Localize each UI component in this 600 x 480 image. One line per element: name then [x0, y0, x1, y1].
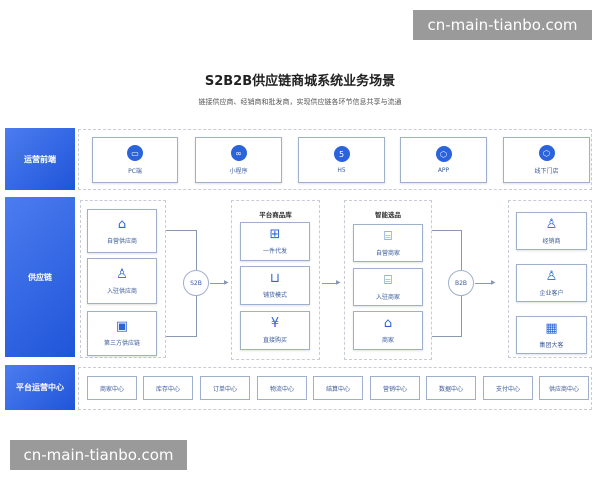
label: 铺货模式 [262, 292, 287, 299]
html5-icon: 5 [333, 146, 350, 162]
label: 入驻供应商 [106, 287, 137, 295]
label: 一件代发 [262, 248, 287, 255]
cube-icon: ⬡ [538, 145, 555, 161]
label: 入驻商家 [375, 293, 400, 301]
connector [432, 230, 462, 231]
frontend-group [78, 129, 592, 190]
store-icon: ⌸ [384, 228, 392, 244]
customer-enterprise[interactable]: ♙ 企业客户 [516, 264, 587, 302]
label: 自营供应商 [106, 237, 137, 245]
supplier-self[interactable]: ⌂ 自营供应商 [87, 209, 157, 253]
library-group [231, 200, 320, 360]
yen-icon: ¥ [270, 316, 280, 331]
shop-icon: ⌂ [383, 316, 393, 331]
frontend-offline-store[interactable]: ⬡ 线下门店 [503, 137, 590, 183]
label: APP [437, 167, 450, 174]
label: 线下门店 [534, 168, 559, 175]
person-badge-icon: ♙ [545, 268, 558, 284]
link-icon: ∞ [230, 145, 247, 161]
customer-group-client[interactable]: ▦ 集团大客 [516, 316, 587, 354]
platform-group [78, 367, 592, 410]
supplier-group [80, 200, 166, 358]
arrow-head-icon: ▶ [336, 279, 341, 286]
supplier-third-party[interactable]: ▣ 第三方供应链 [87, 311, 157, 356]
row-label-supply: 供应链 [5, 197, 75, 357]
connector [196, 296, 197, 336]
label: 商家 [381, 337, 394, 344]
arrow-head-icon: ▶ [224, 279, 229, 286]
center-settlement[interactable]: 结算中心 [313, 376, 363, 400]
library-distribution[interactable]: ⊔ 铺货模式 [240, 266, 310, 305]
library-title: 平台商品库 [259, 211, 292, 219]
store-search-icon: ⌸ [384, 272, 392, 288]
frontend-pc[interactable]: ▭ PC端 [92, 137, 178, 183]
frontend-app[interactable]: ⬡ APP [400, 137, 487, 183]
watermark-top: cn-main-tianbo.com [413, 10, 592, 40]
center-logistics[interactable]: 物流中心 [257, 376, 307, 400]
arrow-head-icon: ▶ [491, 279, 496, 286]
label: 小程序 [229, 168, 248, 175]
label: 第三方供应链 [103, 340, 140, 347]
page-title: S2B2B供应链商城系统业务场景 [204, 74, 396, 89]
center-data[interactable]: 数据中心 [426, 376, 476, 400]
center-payment[interactable]: 支付中心 [483, 376, 533, 400]
selection-title: 智能选品 [375, 211, 401, 219]
connector [461, 230, 462, 270]
package-icon: ⊞ [269, 227, 281, 242]
person-icon: ♙ [545, 216, 558, 232]
row-label-frontend: 运营前端 [5, 128, 75, 190]
connector [432, 336, 462, 337]
s2b-node: S2B [183, 270, 209, 296]
label: 企业客户 [539, 289, 564, 297]
center-marketing[interactable]: 营销中心 [370, 376, 420, 400]
label: PC端 [128, 168, 142, 175]
selection-merchant[interactable]: ⌂ 商家 [353, 311, 423, 350]
watermark-bottom: cn-main-tianbo.com [10, 440, 187, 470]
label: 直接购买 [262, 337, 287, 344]
image-box-icon: ▣ [115, 319, 129, 334]
label: 集团大客 [539, 341, 564, 349]
monitor-icon: ▭ [127, 145, 143, 161]
library-dropship[interactable]: ⊞ 一件代发 [240, 222, 310, 261]
label: H5 [337, 167, 346, 174]
center-merchant[interactable]: 商家中心 [87, 376, 137, 400]
arrow-s2b [210, 283, 226, 284]
cube-icon: ⬡ [435, 146, 452, 162]
center-supplier[interactable]: 供应商中心 [539, 376, 589, 400]
selection-self-merchant[interactable]: ⌸ 自营商家 [353, 224, 423, 262]
house-icon: ⌂ [117, 216, 127, 232]
connector [166, 230, 197, 231]
selection-settled-merchant[interactable]: ⌸ 入驻商家 [353, 268, 423, 306]
building-icon: ▦ [545, 320, 558, 336]
label: 自营商家 [375, 249, 400, 257]
connector [196, 230, 197, 270]
arrow-library [322, 283, 338, 284]
label: 经销商 [542, 237, 561, 245]
selection-group [344, 200, 432, 360]
arrow-b2b [475, 283, 493, 284]
connector [461, 296, 462, 336]
center-inventory[interactable]: 库存中心 [143, 376, 193, 400]
customer-group [508, 200, 592, 358]
customer-dealer[interactable]: ♙ 经销商 [516, 212, 587, 250]
frontend-miniprogram[interactable]: ∞ 小程序 [195, 137, 282, 183]
supplier-settled[interactable]: ♙ 入驻供应商 [87, 258, 157, 304]
library-direct-buy[interactable]: ¥ 直接购买 [240, 311, 310, 350]
subtitle: 链接供应商、经销商和批发商，实现供应链各环节信息共享与流通 [198, 98, 402, 106]
connector [166, 336, 197, 337]
basket-icon: ⊔ [269, 271, 281, 286]
b2b-node: B2B [448, 270, 474, 296]
user-icon: ♙ [116, 266, 128, 282]
row-label-platform: 平台运营中心 [5, 365, 75, 410]
center-order[interactable]: 订单中心 [200, 376, 250, 400]
